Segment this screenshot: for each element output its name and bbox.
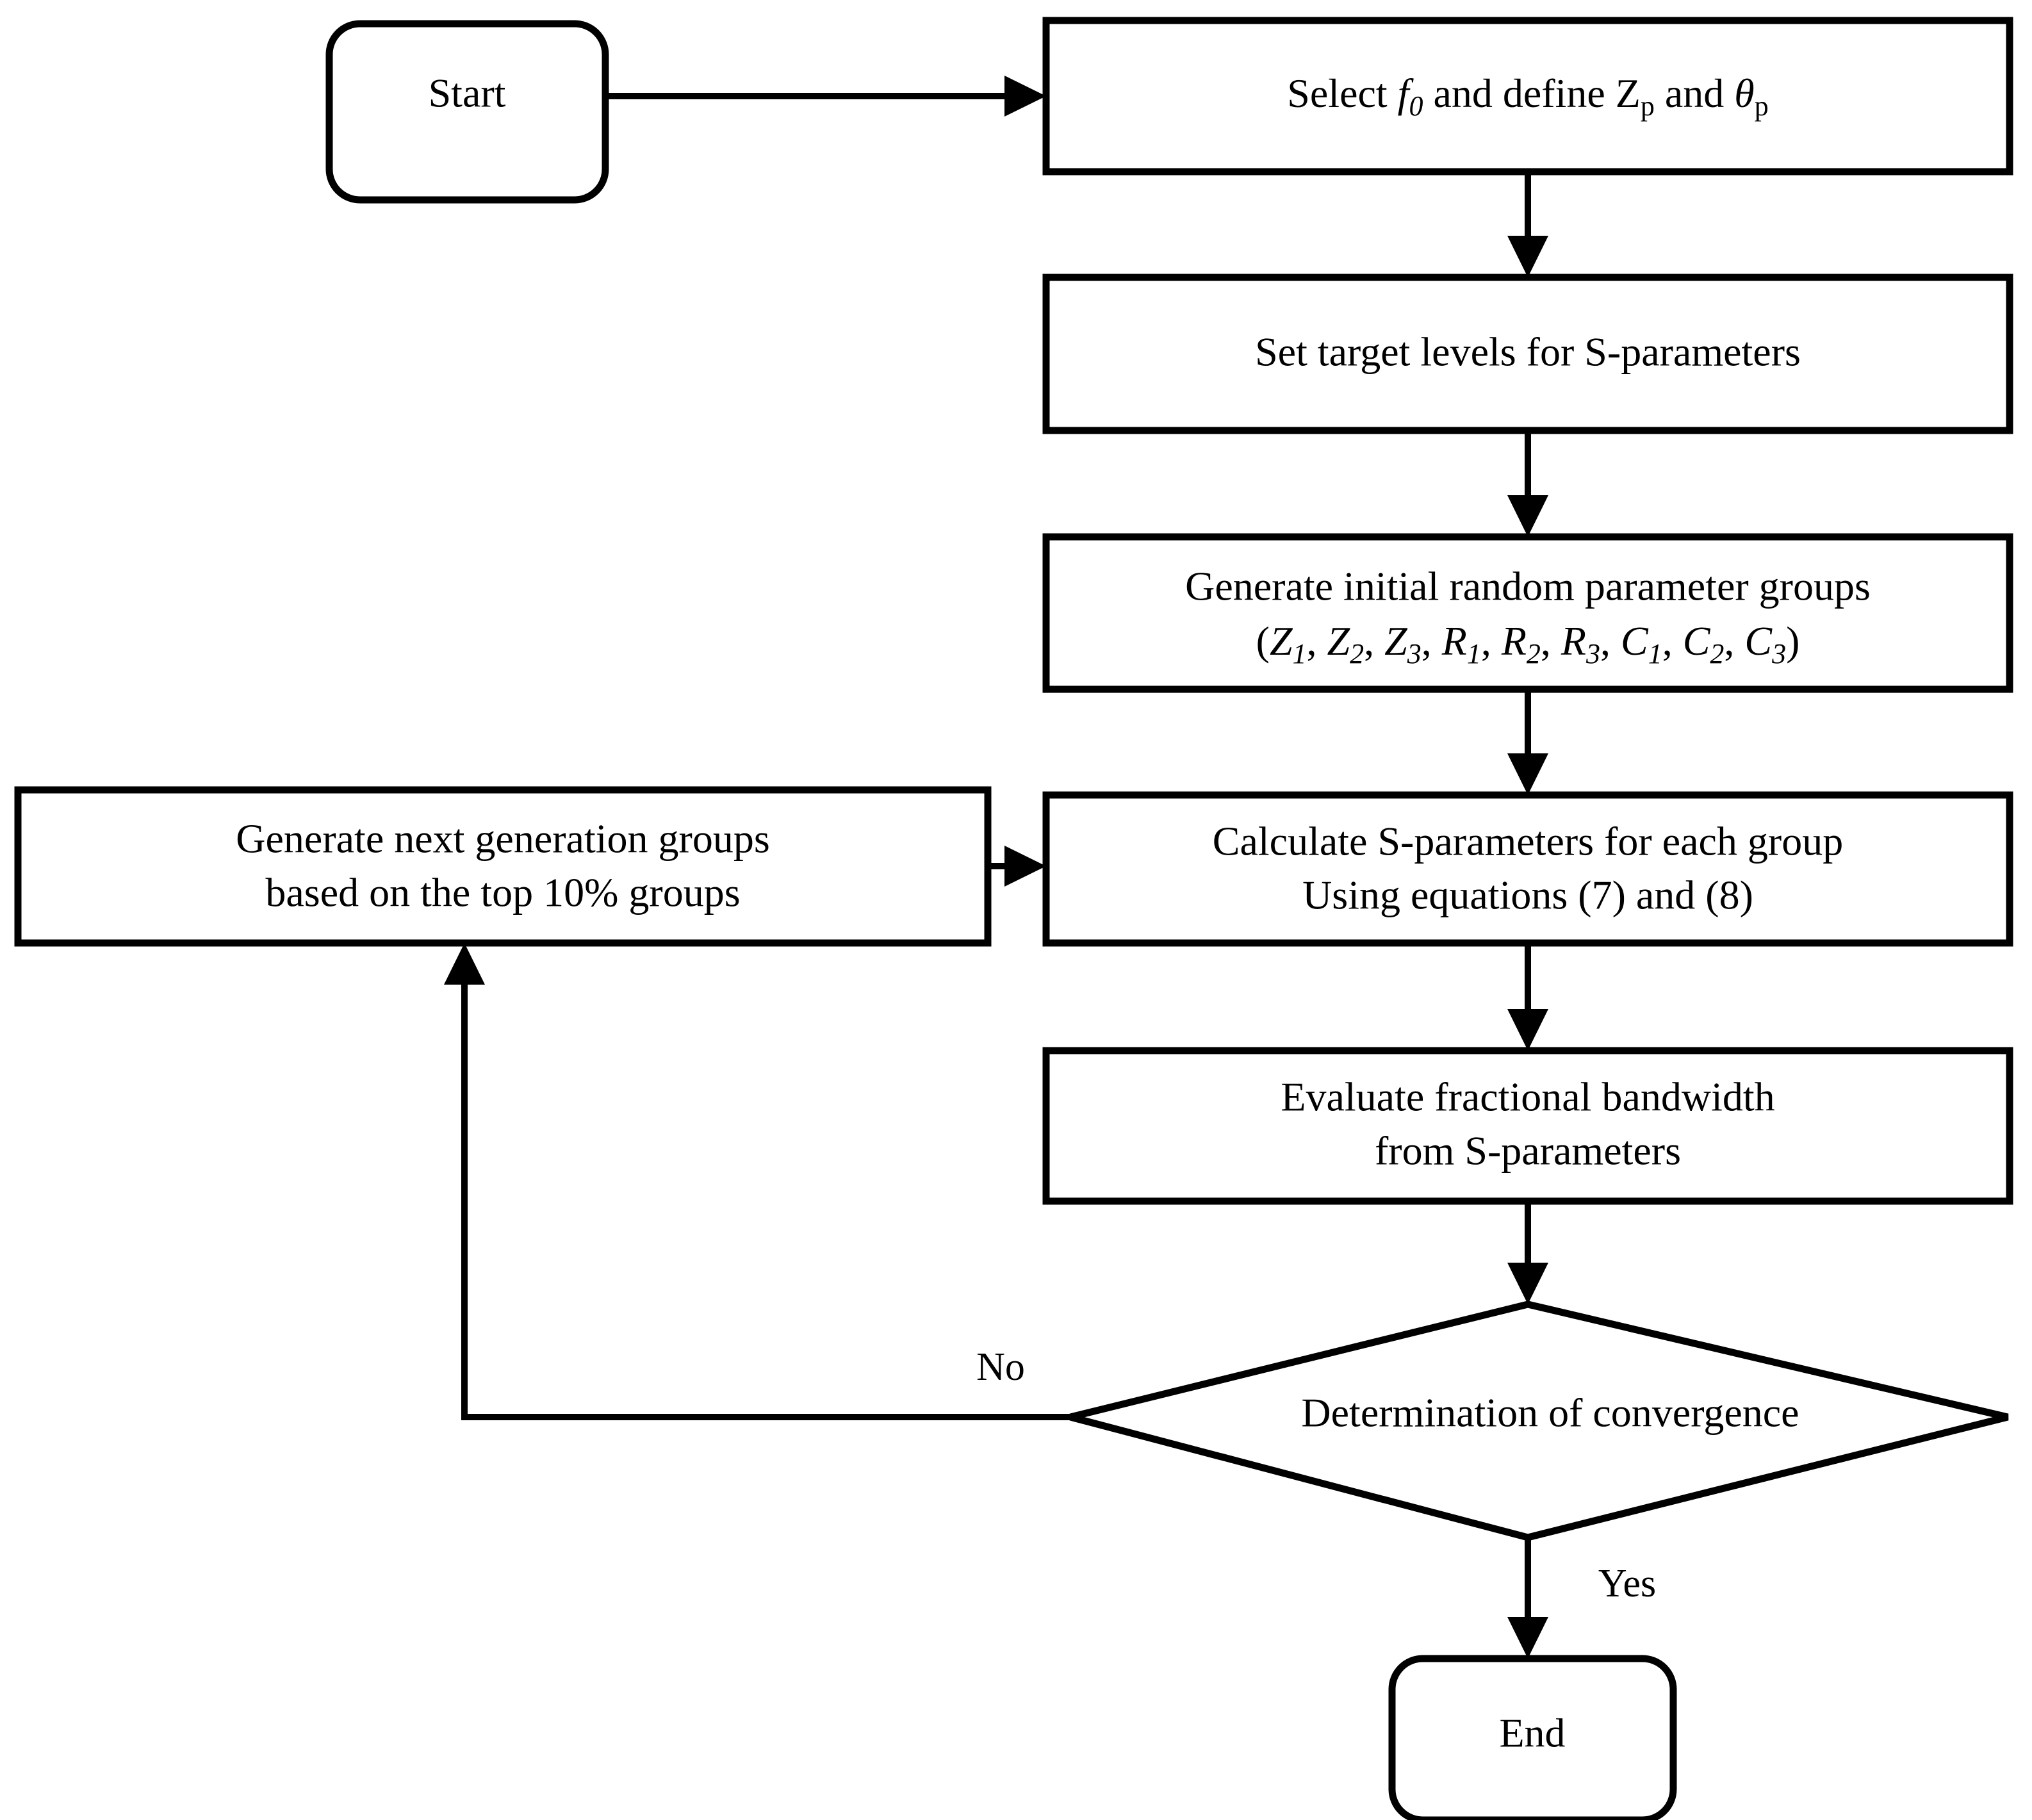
var-z1-sub: 1 — [1293, 638, 1307, 669]
var-z1: Z — [1270, 618, 1293, 664]
node-start[interactable]: Start — [325, 20, 609, 204]
node-select-f0[interactable]: Select f0 and define Zp and θp — [1042, 17, 2013, 176]
evaluate-bandwidth-shape[interactable] — [1042, 1047, 2013, 1205]
var-c3-sub: 3 — [1771, 638, 1786, 669]
calculate-s-line2: Using equations (7) and (8) — [1302, 873, 1753, 918]
arrow-head-icon — [1507, 236, 1548, 277]
arrow-head-icon — [1507, 1617, 1548, 1659]
arrow-head-icon — [1507, 495, 1548, 537]
select-f0-f-sub: 0 — [1409, 90, 1423, 122]
select-f0-shape[interactable] — [1042, 17, 2013, 176]
var-c3: C — [1744, 618, 1773, 664]
select-f0-label: Select f0 and define Zp and θp — [1287, 70, 1768, 122]
node-end[interactable]: End — [1388, 1655, 1677, 1820]
next-generation-line2: based on the top 10% groups — [265, 870, 740, 915]
select-f0-mid: and define Z — [1423, 70, 1640, 116]
edge-decision-yes-to-end — [1507, 1537, 1548, 1659]
select-f0-theta-sub: p — [1755, 90, 1769, 122]
var-r3: R — [1561, 618, 1586, 664]
paren-open: ( — [1256, 618, 1270, 664]
var-r2-sub: 2 — [1527, 638, 1541, 669]
evaluate-bandwidth-line1: Evaluate fractional bandwidth — [1281, 1074, 1774, 1120]
start-shape[interactable] — [325, 20, 609, 204]
edge-calculate-to-evaluate — [1507, 943, 1548, 1051]
edge-select-to-settargets — [1507, 172, 1548, 277]
var-c1-sub: 1 — [1648, 638, 1662, 669]
var-r2: R — [1501, 618, 1527, 664]
generate-initial-line1: Generate initial random parameter groups — [1185, 564, 1871, 609]
select-f0-prefix: Select — [1287, 70, 1397, 116]
node-evaluate-bandwidth[interactable]: Evaluate fractional bandwidth from S-par… — [1042, 1047, 2013, 1205]
end-shape[interactable] — [1388, 1655, 1677, 1820]
edge-generateinitial-to-calculate — [1507, 689, 1548, 795]
start-label: Start — [429, 70, 506, 116]
edge-start-to-select — [605, 76, 1046, 117]
evaluate-bandwidth-line2: from S-parameters — [1375, 1128, 1681, 1174]
generate-initial-line2: (Z1, Z2, Z3, R1, R2, R3, C1, C2, C3) — [1256, 618, 1800, 669]
var-r1-sub: 1 — [1467, 638, 1481, 669]
next-generation-line1: Generate next generation groups — [236, 816, 769, 862]
node-next-generation[interactable]: Generate next generation groups based on… — [14, 786, 992, 947]
end-label: End — [1499, 1710, 1565, 1756]
select-f0-theta: θ — [1734, 70, 1754, 116]
var-c2: C — [1683, 618, 1711, 664]
node-set-targets[interactable]: Set target levels for S-parameters — [1042, 274, 2013, 434]
edge-decision-no-feedback — [444, 943, 1070, 1420]
var-r3-sub: 3 — [1585, 638, 1600, 669]
edge-line — [461, 967, 1070, 1420]
var-z2-sub: 2 — [1350, 638, 1364, 669]
edge-settargets-to-generateinitial — [1507, 430, 1548, 537]
node-generate-initial[interactable]: Generate initial random parameter groups… — [1042, 533, 2013, 693]
node-calculate-s[interactable]: Calculate S-parameters for each group Us… — [1042, 791, 2013, 947]
edge-evaluate-to-decision — [1507, 1201, 1548, 1304]
edge-label-yes: Yes — [1598, 1562, 1656, 1605]
var-c2-sub: 2 — [1710, 638, 1724, 669]
var-z2: Z — [1327, 618, 1351, 664]
arrow-head-icon — [1507, 753, 1548, 795]
next-generation-shape[interactable] — [14, 786, 992, 947]
calculate-s-shape[interactable] — [1042, 791, 2013, 947]
arrow-head-icon — [444, 943, 485, 985]
set-targets-shape[interactable] — [1042, 274, 2013, 434]
calculate-s-line1: Calculate S-parameters for each group — [1213, 819, 1843, 864]
var-z3: Z — [1384, 618, 1408, 664]
select-f0-z-sub: p — [1641, 90, 1655, 122]
select-f0-and: and — [1655, 70, 1734, 116]
var-c1: C — [1621, 618, 1649, 664]
convergence-label: Determination of convergence — [1301, 1390, 1799, 1436]
node-convergence-decision[interactable]: Determination of convergence — [1069, 1300, 2009, 1541]
arrow-head-icon — [1507, 1009, 1548, 1051]
edge-nextgen-to-calculate — [988, 846, 1046, 887]
var-z3-sub: 3 — [1407, 638, 1422, 669]
convergence-shape[interactable] — [1069, 1300, 2009, 1541]
paren-close: ) — [1786, 618, 1799, 664]
arrow-head-icon — [1004, 76, 1046, 117]
arrow-head-icon — [1004, 846, 1046, 887]
arrow-head-icon — [1507, 1263, 1548, 1304]
var-r1: R — [1441, 618, 1467, 664]
generate-initial-shape[interactable] — [1042, 533, 2013, 693]
edge-label-no: No — [976, 1345, 1025, 1389]
set-targets-label: Set target levels for S-parameters — [1255, 329, 1801, 375]
